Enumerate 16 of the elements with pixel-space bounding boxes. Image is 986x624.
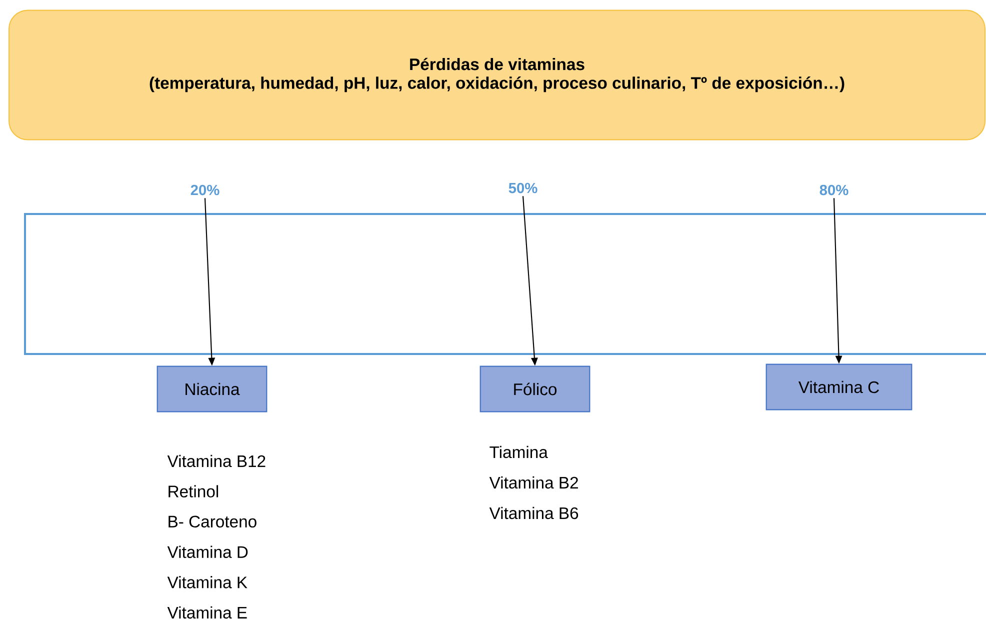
percentage-label: 80% bbox=[820, 184, 848, 196]
vitamin-name: Tiamina bbox=[490, 446, 548, 458]
vitamin-name: Vitamina B12 bbox=[167, 454, 266, 468]
percentage-label: 20% bbox=[190, 184, 220, 196]
title-box: Pérdidas de vitaminas (temperatura, humedad, pH, luz, calor, oxidación, proceso culinario, Tº de exposición…) bbox=[8, 10, 986, 140]
vitamin-name: Vitamina K bbox=[167, 576, 248, 588]
vitamin-name: Retinol bbox=[168, 485, 218, 498]
vitamin-name: Vitamina E bbox=[167, 606, 247, 619]
vitamin-name: Vitamina B6 bbox=[489, 506, 578, 520]
vitamin-name: Vitamina D bbox=[167, 546, 248, 558]
vitamin-box: Niacina bbox=[156, 366, 268, 412]
vitamin-box: Vitamina C bbox=[766, 364, 912, 410]
vitamin-box: Fólico bbox=[480, 366, 590, 412]
vitamin-name: Vitamina B2 bbox=[489, 476, 578, 489]
vitamin-name: B- Caroteno bbox=[168, 516, 256, 528]
percentage-label: 50% bbox=[508, 182, 538, 194]
